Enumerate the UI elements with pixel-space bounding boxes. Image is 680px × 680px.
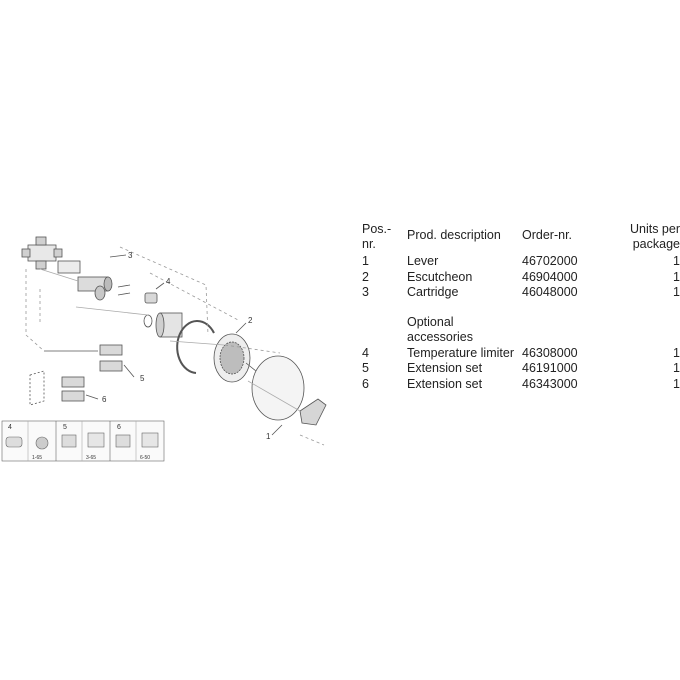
callout-2: 2 — [248, 316, 253, 325]
row-pos: 1 — [362, 254, 369, 268]
table-row: 1 Lever 46702000 1 — [362, 254, 680, 270]
legend-note-4: 1-65 — [32, 455, 42, 461]
table-row: 2 Escutcheon 46904000 1 — [362, 270, 680, 286]
row-order: 46048000 — [522, 285, 578, 299]
row-order: 46702000 — [522, 254, 578, 268]
header-pos: Pos.- nr. — [362, 222, 392, 251]
callout-6: 6 — [102, 395, 107, 404]
row-pos: 3 — [362, 285, 369, 299]
legend-label-4: 4 — [8, 424, 12, 431]
legend-note-6: 6-50 — [140, 455, 150, 461]
accessory-legend — [1, 420, 165, 462]
row-units: 1 — [673, 254, 680, 268]
valve-body — [21, 236, 81, 274]
callout-4: 4 — [166, 277, 171, 286]
row-order: 46308000 — [522, 345, 578, 360]
row-units: 1 — [673, 285, 680, 299]
cartridge-part — [77, 276, 113, 301]
row-description: Cartridge — [407, 285, 459, 299]
row-description: Temperature limiter — [407, 345, 514, 360]
optional-accessories-heading: Optional accessories — [362, 315, 680, 346]
row-description: Extension set — [407, 376, 483, 391]
table-header: Pos.- nr. Prod. description Order-nr. Un… — [362, 222, 680, 254]
exploded-view-diagram: 3 4 2 5 6 1 4 5 6 1-65 3-65 6-50 — [1, 236, 327, 462]
header-order: Order-nr. — [522, 228, 573, 242]
row-pos: 2 — [362, 269, 369, 284]
retaining-ring — [176, 320, 215, 374]
optional-label: Optional accessories — [407, 314, 473, 345]
header-description: Prod. description — [407, 228, 501, 242]
cover-plate — [245, 355, 305, 421]
table-row: 4 Temperature limiter 46308000 1 — [362, 346, 680, 362]
callout-3: 3 — [128, 251, 133, 260]
extension-set-6 — [29, 370, 85, 406]
header-units: Units per package — [629, 222, 680, 251]
row-order: 46343000 — [522, 376, 578, 391]
row-units: 1 — [673, 345, 680, 360]
row-pos: 4 — [362, 345, 369, 360]
row-units: 1 — [673, 376, 680, 391]
row-description: Lever — [407, 254, 439, 268]
row-units: 1 — [673, 269, 680, 284]
temperature-limiter-part — [144, 292, 158, 304]
row-order: 46191000 — [522, 361, 578, 375]
callout-1: 1 — [266, 432, 271, 441]
extension-set-5 — [44, 344, 123, 372]
legend-label-6: 6 — [117, 424, 121, 431]
parts-table: Pos.- nr. Prod. description Order-nr. Un… — [362, 222, 680, 392]
legend-label-5: 5 — [63, 424, 67, 431]
row-pos: 5 — [362, 361, 369, 375]
row-order: 46904000 — [522, 269, 578, 284]
table-row: 6 Extension set 46343000 1 — [362, 377, 680, 393]
row-units: 1 — [673, 361, 680, 375]
table-row: 5 Extension set 46191000 1 — [362, 361, 680, 377]
row-description: Escutcheon — [407, 269, 473, 284]
row-description: Extension set — [407, 361, 483, 375]
sleeve-part — [143, 312, 183, 338]
table-row: 3 Cartridge 46048000 1 — [362, 285, 680, 301]
legend-note-5: 3-65 — [86, 455, 96, 461]
callout-5: 5 — [140, 374, 145, 383]
escutcheon-plate — [213, 333, 251, 383]
row-pos: 6 — [362, 376, 369, 391]
lever-part — [299, 398, 327, 426]
